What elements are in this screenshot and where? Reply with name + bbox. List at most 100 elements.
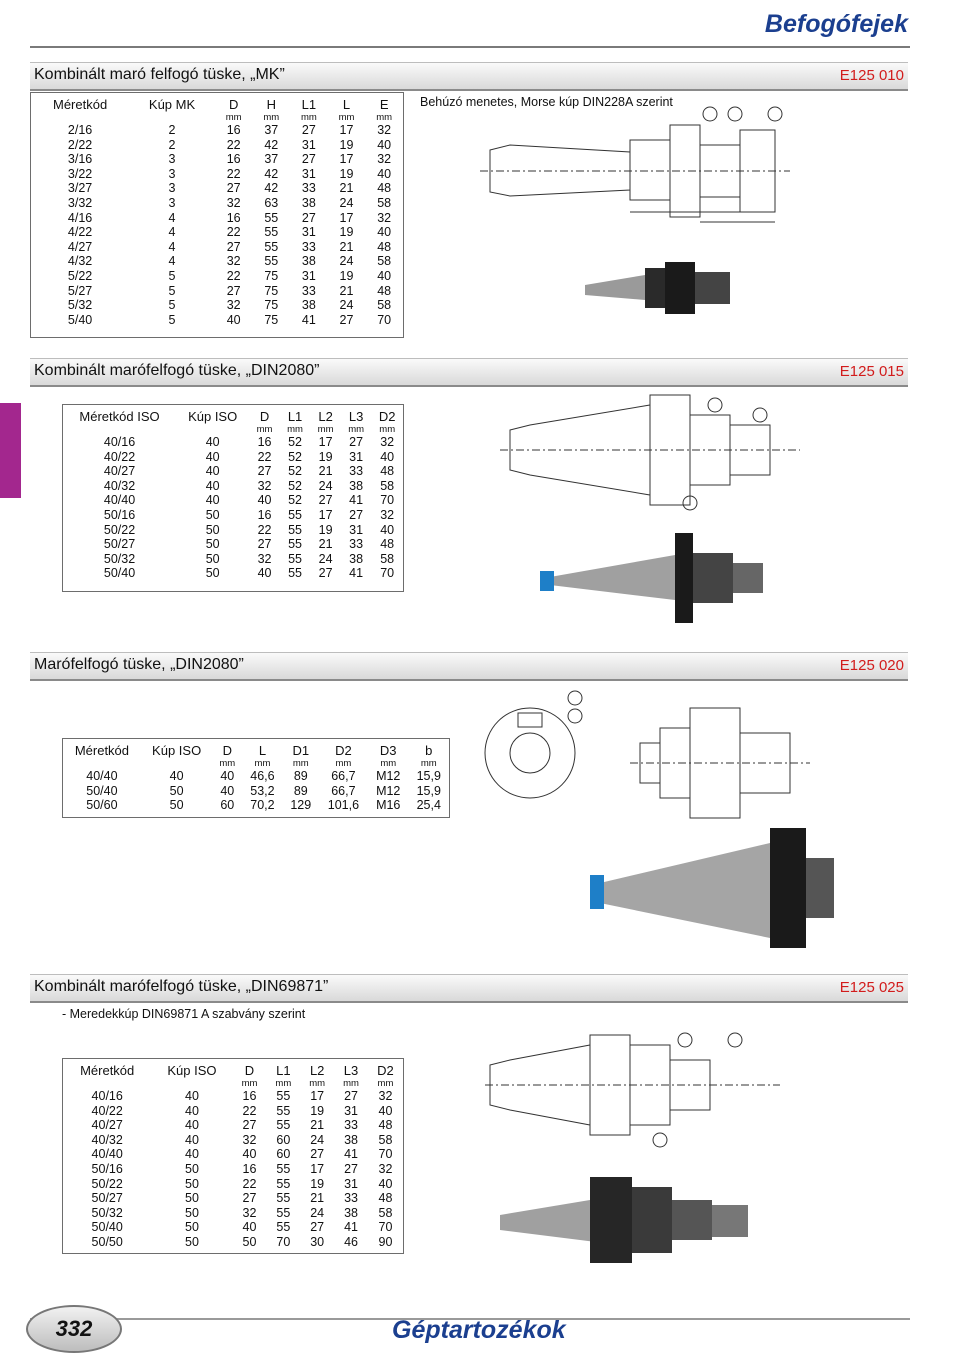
column-header: L xyxy=(258,743,267,758)
table-cell: 17 xyxy=(310,1089,325,1103)
table-cell: 50 xyxy=(169,798,184,813)
table-cell: 27 xyxy=(226,283,241,298)
table-cell: 40/22 xyxy=(91,1103,123,1118)
table-cell: 32 xyxy=(380,435,395,449)
table-cell: 41 xyxy=(301,312,316,327)
table-cell: 40 xyxy=(242,1220,257,1235)
table-cell: 21 xyxy=(339,239,354,254)
table-cell: 50 xyxy=(242,1234,257,1249)
table-cell: 50/22 xyxy=(91,1176,123,1191)
table-cell: 40 xyxy=(220,783,235,798)
table-cell: 42 xyxy=(264,181,279,196)
note-din69871: - Meredekkúp DIN69871 A szabvány szerint xyxy=(62,1007,306,1021)
table-cell: 70,2 xyxy=(250,798,275,813)
table-cell: 22 xyxy=(242,1176,257,1191)
table-cell: 5/22 xyxy=(67,268,93,283)
product-photo-din69871 xyxy=(500,1177,748,1263)
table-cell: 48 xyxy=(378,1191,393,1206)
top-divider xyxy=(30,46,910,48)
table-cell: 60 xyxy=(220,798,235,813)
section-title: Kombinált marófelfogó tüske, „DIN69871” xyxy=(34,978,329,995)
table-cell: 55 xyxy=(276,1089,291,1103)
table-cell: 40 xyxy=(205,478,220,493)
table-cell: 16 xyxy=(257,507,272,522)
table-cell: 27 xyxy=(301,152,316,167)
column-header: L1 xyxy=(287,409,303,424)
table-cell: 22 xyxy=(242,1103,257,1118)
column-unit: mm xyxy=(376,112,393,123)
column-header: L3 xyxy=(348,409,364,424)
footer-title: Géptartozékok xyxy=(392,1316,566,1344)
table-cell: 58 xyxy=(378,1205,393,1220)
section-code: E125 025 xyxy=(839,979,904,996)
table-cell: 40 xyxy=(185,1147,199,1162)
section-title: Kombinált maró felfogó tüske, „MK” xyxy=(34,66,285,83)
table-cell: 40/40 xyxy=(103,493,136,508)
column-header: L1 xyxy=(276,1063,291,1078)
table-cell: 21 xyxy=(310,1118,325,1133)
column-unit: mm xyxy=(263,112,280,123)
table-cell: 19 xyxy=(339,225,354,240)
table-cell: 17 xyxy=(318,507,333,522)
column-unit: mm xyxy=(292,758,309,769)
table-cell: 3 xyxy=(168,181,176,196)
column-unit: mm xyxy=(380,758,397,769)
table-cell: 63 xyxy=(264,195,279,210)
table-cell: 33 xyxy=(301,283,316,298)
table-cell: 75 xyxy=(264,312,279,327)
table-cell: 31 xyxy=(301,225,316,240)
table-cell: 41 xyxy=(349,566,364,581)
table-cell: 52 xyxy=(288,493,303,508)
table-cell: 40/16 xyxy=(103,435,136,449)
table-cell: 22 xyxy=(226,166,241,181)
table-cell: 55 xyxy=(276,1118,291,1133)
table-cell: 33 xyxy=(344,1118,358,1133)
table-cell: 40/27 xyxy=(103,464,136,479)
table-cell: 50 xyxy=(205,522,220,537)
drawing-din2080-combo xyxy=(500,394,800,623)
section-header-din69871: Kombinált marófelfogó tüske, „DIN69871” … xyxy=(30,974,908,1003)
column-header: Kúp MK xyxy=(148,97,196,112)
column-unit: mm xyxy=(219,758,236,769)
table-cell: 38 xyxy=(301,195,316,210)
column-header: Méretkód xyxy=(80,1063,135,1078)
table-cell: 24 xyxy=(339,195,354,210)
table-cell: 90 xyxy=(378,1234,393,1249)
table-cell: 27 xyxy=(301,123,316,137)
table-cell: 50 xyxy=(185,1234,199,1249)
table-cell: 38 xyxy=(349,478,364,493)
table-cell: 32 xyxy=(226,254,241,269)
table-cell: 22 xyxy=(226,268,241,283)
table-cell: 50/27 xyxy=(91,1191,123,1206)
table-cell: 55 xyxy=(276,1220,291,1235)
table-cell: 27 xyxy=(242,1191,257,1206)
table-cell: 40 xyxy=(185,1103,199,1118)
table-cell: 40 xyxy=(205,464,220,479)
table-cell: M12 xyxy=(376,769,401,783)
table-cell: 2 xyxy=(168,137,176,152)
table-cell: 40/27 xyxy=(91,1118,123,1133)
table-cell: 50 xyxy=(205,551,220,566)
table-cell: 40 xyxy=(169,769,184,783)
table-cell: 31 xyxy=(344,1176,358,1191)
table-cell: M12 xyxy=(376,783,401,798)
table-cell: 24 xyxy=(310,1132,325,1147)
table-cell: 27 xyxy=(318,566,333,581)
column-header: L2 xyxy=(309,1063,325,1078)
table-cell: 24 xyxy=(318,478,333,493)
table-cell: 50/32 xyxy=(103,551,136,566)
table-cell: 48 xyxy=(377,283,392,298)
table-cell: 16 xyxy=(226,152,241,167)
table-cell: 40 xyxy=(205,449,220,464)
table-cell: 27 xyxy=(349,507,364,522)
table-cell: 33 xyxy=(349,464,364,479)
side-tab xyxy=(0,403,21,498)
table-cell: 33 xyxy=(301,181,316,196)
table-cell: 16 xyxy=(242,1161,257,1176)
